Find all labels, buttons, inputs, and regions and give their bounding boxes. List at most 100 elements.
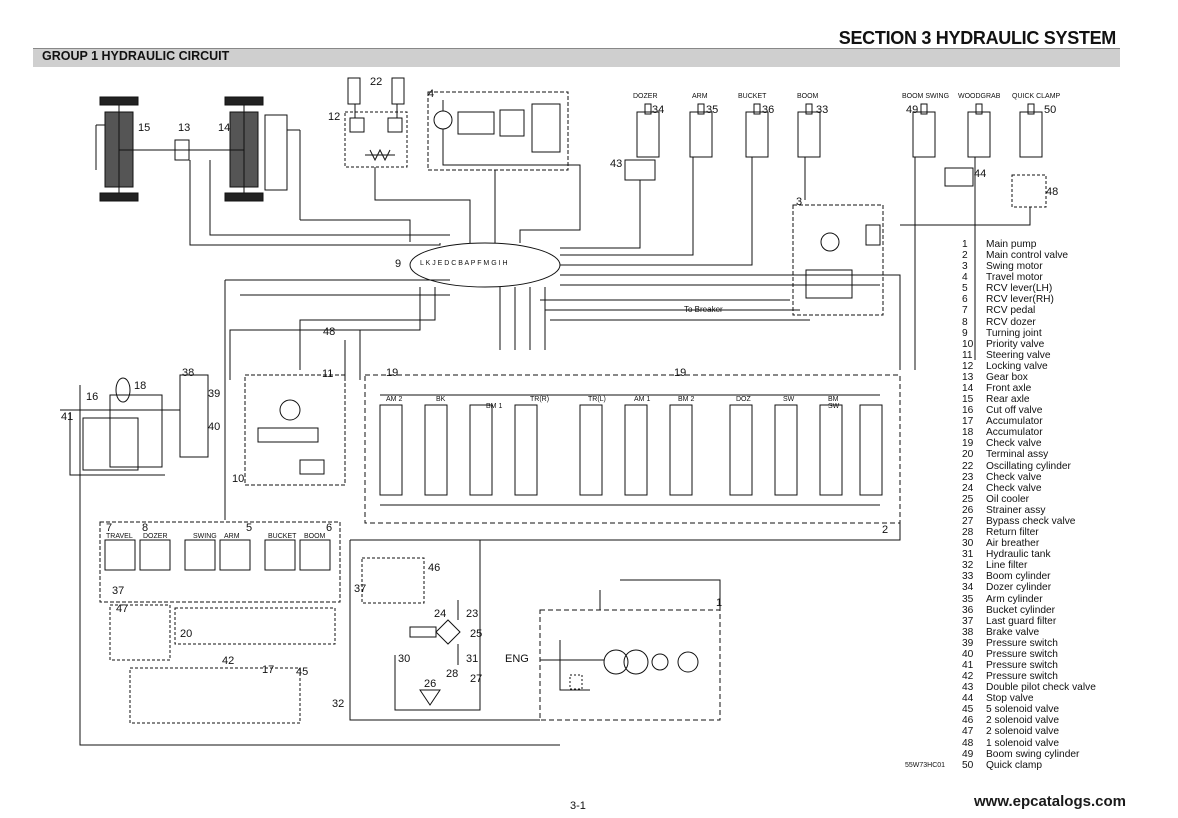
tank-cooler bbox=[394, 600, 481, 711]
callout-1: 1 bbox=[716, 597, 723, 609]
callout-5: 5 bbox=[246, 522, 253, 534]
legend-number: 20 bbox=[962, 449, 974, 461]
spool-label: BK bbox=[436, 396, 446, 403]
legend-name: Air breather bbox=[986, 538, 1040, 550]
legend-name: Travel motor bbox=[986, 272, 1043, 284]
legend-name: Boom swing cylinder bbox=[986, 748, 1080, 760]
callout-32: 32 bbox=[332, 698, 345, 710]
callout-45: 45 bbox=[296, 666, 309, 678]
legend-number: 46 bbox=[962, 715, 974, 727]
pilot-lines bbox=[189, 157, 1031, 520]
legend-name: Main pump bbox=[986, 239, 1037, 250]
label-boom: BOOM bbox=[797, 93, 819, 100]
callout-47: 47 bbox=[116, 603, 129, 615]
legend-number: 35 bbox=[962, 593, 974, 605]
legend-name: Accumulator bbox=[986, 427, 1043, 439]
callout-26: 26 bbox=[424, 678, 437, 690]
callout-48: 48 bbox=[1046, 186, 1059, 198]
legend-number: 30 bbox=[962, 538, 974, 550]
legend-row: 26 Strainer assy bbox=[962, 505, 1096, 516]
legend-number: 49 bbox=[962, 748, 974, 760]
legend-number: 31 bbox=[962, 549, 974, 561]
legend-number: 15 bbox=[962, 394, 974, 406]
legend-number: 5 bbox=[962, 283, 968, 295]
legend-name: 2 solenoid valve bbox=[986, 715, 1060, 727]
callout-35: 35 bbox=[706, 104, 719, 116]
legend-row: 14 Front axle bbox=[962, 383, 1096, 394]
legend-row: 10 Priority valve bbox=[962, 339, 1096, 350]
legend-name: Locking valve bbox=[986, 360, 1048, 372]
legend-name: Main control valve bbox=[986, 250, 1069, 262]
legend-name: Pressure switch bbox=[986, 659, 1058, 671]
legend-number: 40 bbox=[962, 648, 974, 660]
cylinders bbox=[624, 103, 1047, 208]
turning-joint-ports: L K J E D C B A P F M G I H bbox=[420, 260, 508, 267]
label-eng: ENG bbox=[505, 653, 529, 665]
spool-label: BM 1 bbox=[486, 403, 503, 410]
legend-name: Priority valve bbox=[986, 338, 1045, 350]
label-bucket: BUCKET bbox=[738, 93, 767, 100]
callout-36: 36 bbox=[762, 104, 775, 116]
legend-name: Strainer assy bbox=[986, 504, 1046, 516]
label-rcv-boom: BOOM bbox=[304, 533, 326, 540]
label-arm: ARM bbox=[692, 93, 708, 100]
callout-44: 44 bbox=[974, 168, 987, 180]
label-rcv-arm: ARM bbox=[224, 533, 240, 540]
callout-37: 37 bbox=[112, 585, 125, 597]
legend-number: 17 bbox=[962, 416, 974, 428]
legend-name: Front axle bbox=[986, 383, 1032, 395]
legend-name: Pressure switch bbox=[986, 648, 1058, 660]
callout-48: 48 bbox=[323, 326, 336, 338]
label-dozer: DOZER bbox=[633, 93, 658, 100]
legend-row: 49 Boom swing cylinder bbox=[962, 749, 1096, 760]
legend-name: RCV lever(RH) bbox=[986, 294, 1054, 306]
legend-name: Quick clamp bbox=[986, 759, 1043, 771]
spool-label: DOZ bbox=[736, 396, 751, 403]
legend-number: 26 bbox=[962, 504, 974, 516]
callout-11: 11 bbox=[322, 368, 334, 380]
legend-number: 4 bbox=[962, 272, 968, 284]
label-to-breaker: To Breaker bbox=[684, 305, 723, 314]
legend-row: 31 Hydraulic tank bbox=[962, 549, 1096, 560]
legend-row: 33 Boom cylinder bbox=[962, 571, 1096, 582]
priority-steering-valve bbox=[244, 374, 346, 486]
legend-number: 7 bbox=[962, 305, 968, 317]
legend-number: 1 bbox=[962, 239, 968, 250]
legend-number: 14 bbox=[962, 383, 974, 395]
label-boom-swing: BOOM SWING bbox=[902, 93, 950, 100]
legend-name: Pressure switch bbox=[986, 671, 1058, 683]
callout-15: 15 bbox=[138, 122, 151, 134]
legend-name: Double pilot check valve bbox=[986, 682, 1096, 694]
callout-25: 25 bbox=[470, 628, 483, 640]
legend-name: Hydraulic tank bbox=[986, 549, 1051, 561]
label-swing: SWING bbox=[193, 533, 217, 540]
legend-name: Terminal assy bbox=[986, 449, 1049, 461]
rcv-levers bbox=[79, 385, 560, 746]
callout-19: 19 bbox=[386, 367, 399, 379]
legend-number: 33 bbox=[962, 571, 974, 583]
legend-number: 37 bbox=[962, 615, 974, 627]
callout-43: 43 bbox=[610, 158, 623, 170]
legend-name: Return filter bbox=[986, 527, 1039, 539]
callout-30: 30 bbox=[398, 653, 411, 665]
legend-name: Steering valve bbox=[986, 349, 1051, 361]
legend-name: Boom cylinder bbox=[986, 571, 1051, 583]
page-number: 3-1 bbox=[570, 800, 586, 812]
callout-17: 17 bbox=[262, 664, 275, 676]
legend-number: 10 bbox=[962, 338, 974, 350]
legend-name: Accumulator bbox=[986, 416, 1043, 428]
legend-number: 23 bbox=[962, 471, 974, 483]
legend-number: 47 bbox=[962, 726, 974, 738]
callout-18: 18 bbox=[134, 380, 147, 392]
callout-20: 20 bbox=[180, 628, 193, 640]
legend-number: 16 bbox=[962, 405, 974, 417]
